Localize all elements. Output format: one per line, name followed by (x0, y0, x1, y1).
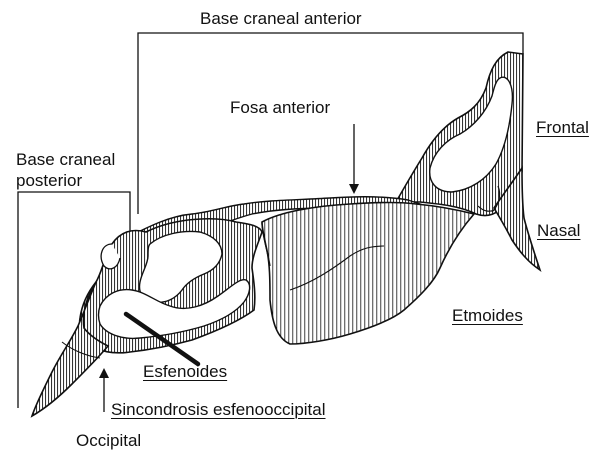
sincondrosis-arrowhead (99, 368, 109, 378)
base-craneal-posterior-label-line2: posterior (16, 171, 82, 191)
etmoides-label: Etmoides (452, 306, 523, 326)
nasal-label: Nasal (537, 221, 580, 241)
esfenoides-label: Esfenoides (143, 362, 227, 382)
fosa-anterior-label: Fosa anterior (230, 98, 330, 118)
occipital-label: Occipital (76, 431, 141, 451)
fosa-anterior-arrowhead (349, 184, 359, 194)
ethmoid-bone (262, 203, 474, 345)
base-craneal-anterior-label: Base craneal anterior (200, 9, 362, 29)
base-craneal-posterior-label-line1: Base craneal (16, 150, 115, 170)
sincondrosis-label: Sincondrosis esfenooccipital (111, 400, 326, 420)
frontal-label: Frontal (536, 118, 589, 138)
